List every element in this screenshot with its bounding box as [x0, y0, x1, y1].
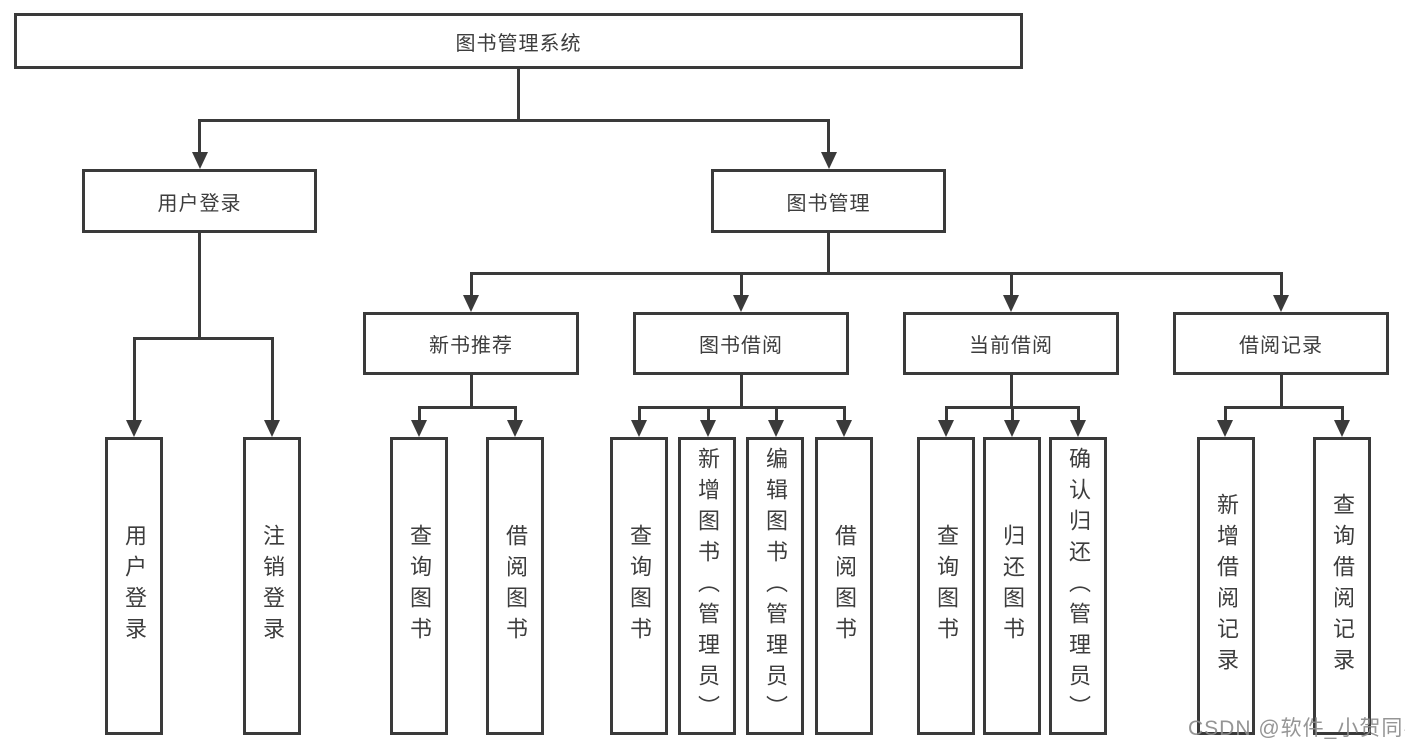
arrow-down-icon: [820, 152, 837, 169]
node-leaf-query-book: 查询图书: [390, 437, 448, 735]
arrow-down-icon: [191, 152, 208, 169]
arrow-down-icon: [1334, 420, 1350, 437]
connector-leaf: [706, 407, 710, 421]
node-book-borrow: 图书借阅: [633, 312, 849, 375]
arrow-down-icon: [768, 420, 784, 437]
connector-leaf: [944, 407, 948, 421]
connector-leaf: [1076, 407, 1080, 421]
leaf-label: 用户登录: [122, 524, 147, 648]
leaf-label: 查询图书: [627, 524, 652, 648]
connector-leaf: [1223, 407, 1227, 421]
connector-level3-rail: [469, 271, 1283, 275]
node-leaf-borrow-book: 借阅图书: [815, 437, 873, 735]
arrow-down-icon: [700, 420, 716, 437]
arrow-down-icon: [938, 420, 954, 437]
arrow-down-icon: [463, 295, 479, 312]
leaf-label: 借阅图书: [503, 524, 528, 648]
connector-book-borrow-trunk: [739, 374, 743, 407]
connector-leaf: [1340, 407, 1344, 421]
leaf-label: 查询借阅记录: [1330, 493, 1355, 679]
connector-book-borrow-rail: [637, 405, 846, 409]
node-leaf-edit-book-admin: 编辑图书（管理员）: [746, 437, 804, 735]
leaf-label: 查询图书: [407, 524, 432, 648]
node-leaf-query-book: 查询图书: [917, 437, 975, 735]
leaf-label: 查询图书: [934, 524, 959, 648]
node-root: 图书管理系统: [14, 13, 1023, 69]
node-book-borrow-label: 图书借阅: [699, 335, 783, 357]
node-user-login: 用户登录: [82, 169, 317, 233]
arrow-down-icon: [733, 295, 749, 312]
node-book-management: 图书管理: [711, 169, 946, 233]
connector-level2-rail: [198, 118, 830, 122]
connector-to-book-borrow: [739, 273, 743, 296]
arrow-down-icon: [1217, 420, 1233, 437]
connector-to-borrow-record: [1279, 273, 1283, 296]
leaf-label: 新增图书（管理员）: [695, 446, 720, 726]
node-leaf-add-borrow-record: 新增借阅记录: [1197, 437, 1255, 735]
connector-root-trunk: [516, 69, 520, 120]
node-user-login-label: 用户登录: [157, 192, 242, 215]
node-current-borrow-label: 当前借阅: [969, 335, 1053, 357]
leaf-label: 编辑图书（管理员）: [763, 446, 788, 726]
node-leaf-logout: 注销登录: [243, 437, 301, 735]
connector-leaf: [1010, 407, 1014, 421]
connector-user-login-rail: [132, 336, 274, 340]
connector-user-login-trunk: [198, 233, 201, 338]
connector-borrow-record-trunk: [1279, 374, 1283, 407]
arrow-down-icon: [631, 420, 647, 437]
node-book-management-label: 图书管理: [786, 192, 871, 215]
node-leaf-user-login: 用户登录: [105, 437, 163, 735]
connector-leaf: [513, 407, 517, 421]
connector-to-user-login: [198, 120, 201, 153]
node-leaf-query-book: 查询图书: [610, 437, 668, 735]
connector-to-leaf-logout: [270, 338, 274, 421]
connector-book-management-trunk: [827, 232, 830, 273]
connector-to-leaf-user-login: [132, 338, 136, 421]
arrow-down-icon: [264, 420, 280, 437]
connector-leaf: [774, 407, 778, 421]
connector-current-borrow-trunk: [1009, 374, 1013, 407]
node-new-book-recommend-label: 新书推荐: [429, 335, 513, 357]
connector-new-book-trunk: [469, 374, 473, 407]
node-leaf-add-book-admin: 新增图书（管理员）: [678, 437, 736, 735]
connector-new-book-rail: [417, 405, 517, 409]
connector-borrow-record-rail: [1223, 405, 1344, 409]
node-leaf-return-book: 归还图书: [983, 437, 1041, 735]
arrow-down-icon: [1004, 420, 1020, 437]
arrow-down-icon: [507, 420, 523, 437]
arrow-down-icon: [1003, 295, 1019, 312]
node-root-label: 图书管理系统: [455, 32, 582, 55]
node-leaf-query-borrow-record: 查询借阅记录: [1313, 437, 1371, 735]
connector-to-new-book: [469, 273, 473, 296]
connector-leaf: [637, 407, 641, 421]
leaf-label: 注销登录: [260, 524, 285, 648]
node-borrow-record-label: 借阅记录: [1239, 335, 1323, 357]
node-leaf-confirm-return-admin: 确认归还（管理员）: [1049, 437, 1107, 735]
connector-leaf: [417, 407, 421, 421]
leaf-label: 确认归还（管理员）: [1066, 446, 1091, 726]
leaf-label: 新增借阅记录: [1214, 493, 1239, 679]
leaf-label: 归还图书: [1000, 524, 1025, 648]
connector-leaf: [842, 407, 846, 421]
csdn-watermark: CSDN @软件_小贺同学: [1188, 717, 1405, 740]
node-new-book-recommend: 新书推荐: [363, 312, 579, 375]
leaf-label: 借阅图书: [832, 524, 857, 648]
node-current-borrow: 当前借阅: [903, 312, 1119, 375]
arrow-down-icon: [411, 420, 427, 437]
node-borrow-record: 借阅记录: [1173, 312, 1389, 375]
arrow-down-icon: [836, 420, 852, 437]
connector-to-book-management: [827, 120, 830, 153]
arrow-down-icon: [1273, 295, 1289, 312]
arrow-down-icon: [126, 420, 142, 437]
node-leaf-borrow-book: 借阅图书: [486, 437, 544, 735]
connector-to-current-borrow: [1009, 273, 1013, 296]
arrow-down-icon: [1070, 420, 1086, 437]
